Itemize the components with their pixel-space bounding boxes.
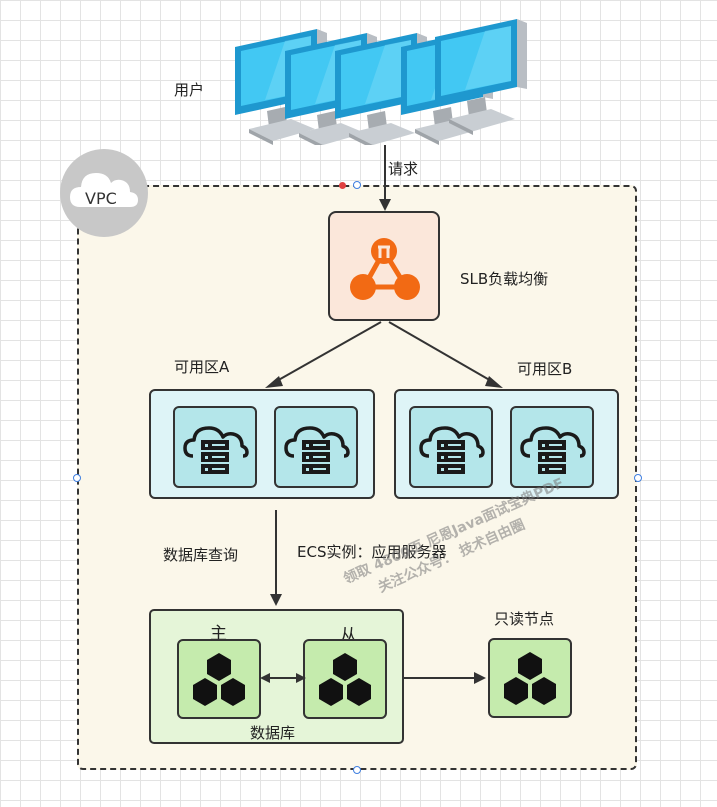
request-label: 请求 [388, 160, 419, 178]
slb-label: SLB负载均衡 [460, 270, 549, 288]
server-node[interactable] [510, 406, 594, 488]
readonly-label: 只读节点 [494, 610, 555, 628]
db-query-label: 数据库查询 [163, 546, 239, 564]
resize-handle-top[interactable] [353, 181, 361, 189]
master-db-node[interactable] [177, 639, 261, 719]
user-label: 用户 [174, 81, 205, 99]
server-node[interactable] [274, 406, 358, 488]
slb-node[interactable] [328, 211, 440, 321]
cloud-icon [60, 149, 148, 237]
server-node[interactable] [409, 406, 493, 488]
slb-to-zones-arrows [265, 321, 503, 388]
cloud-server-icon [419, 426, 485, 476]
database-label: 数据库 [250, 724, 296, 742]
server-node[interactable] [173, 406, 257, 488]
vpc-cloud-badge [58, 147, 150, 239]
resize-handle-left[interactable] [73, 474, 81, 482]
db-query-arrow [270, 510, 282, 606]
cloud-server-icon [183, 426, 249, 476]
zone-b-label: 可用区B [517, 360, 573, 378]
ecs-label: ECS实例：应用服务器 [297, 543, 447, 561]
zone-a-label: 可用区A [174, 358, 230, 376]
readonly-db-node[interactable] [488, 638, 572, 718]
cloud-server-icon [284, 426, 350, 476]
request-arrow [379, 145, 391, 211]
resize-handle-right[interactable] [634, 474, 642, 482]
replication-arrow [260, 673, 306, 683]
hexagon-cluster-icon [193, 653, 245, 706]
slave-db-node[interactable] [303, 639, 387, 719]
hexagon-cluster-icon [319, 653, 371, 706]
hexagon-cluster-icon [504, 652, 556, 705]
rotate-handle[interactable] [339, 182, 346, 189]
load-balancer-icon [350, 238, 420, 300]
readonly-arrow [404, 672, 486, 684]
vpc-label: VPC [85, 189, 117, 208]
user-monitors [235, 19, 527, 145]
resize-handle-bottom[interactable] [353, 766, 361, 774]
